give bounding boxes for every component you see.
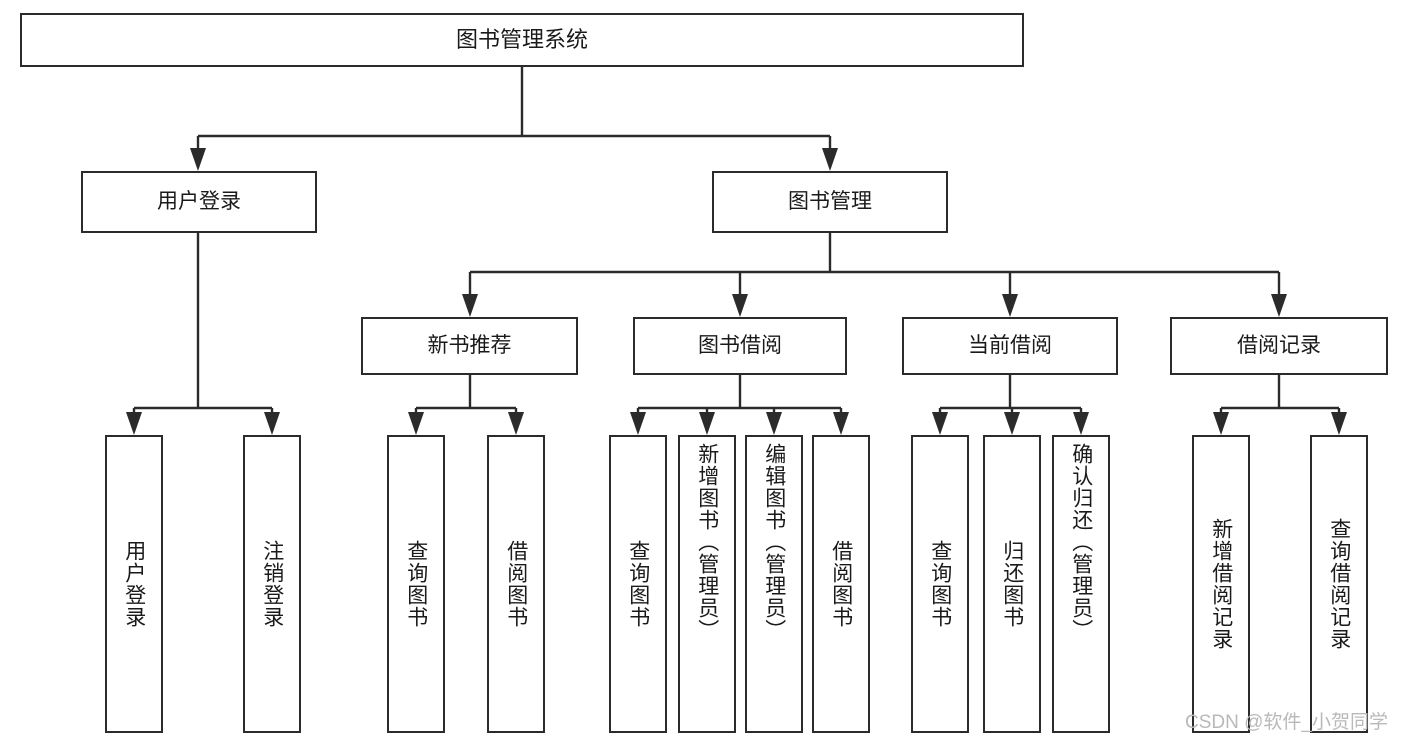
node-user-login-label: 用户登录 [157,190,241,214]
node-borrow-record[interactable]: 借阅记录 [1170,317,1388,375]
leaf-query-record[interactable]: 查询借阅记录 [1310,435,1368,733]
leaf-add-book-label: 新增图书（管理员） [695,443,719,641]
leaf-borrow-book-2[interactable]: 借阅图书 [812,435,870,733]
leaf-query-book-1[interactable]: 查询图书 [387,435,445,733]
node-book-borrow-label: 图书借阅 [698,334,782,358]
leaf-borrow-book-1-label: 借阅图书 [504,540,528,628]
leaf-borrow-book-1[interactable]: 借阅图书 [487,435,545,733]
leaf-edit-book-label: 编辑图书（管理员） [762,443,786,641]
leaf-confirm-return-label: 确认归还（管理员） [1069,443,1093,641]
node-current-borrow-label: 当前借阅 [968,334,1052,358]
leaf-query-book-2[interactable]: 查询图书 [609,435,667,733]
leaf-user-login[interactable]: 用户登录 [105,435,163,733]
leaf-confirm-return[interactable]: 确认归还（管理员） [1052,435,1110,733]
leaf-query-book-3-label: 查询图书 [928,540,952,628]
csdn-watermark: CSDN @软件_小贺同学 [1185,712,1388,733]
node-book-manage[interactable]: 图书管理 [712,171,948,233]
leaf-logout[interactable]: 注销登录 [243,435,301,733]
leaf-query-book-3[interactable]: 查询图书 [911,435,969,733]
leaf-return-book[interactable]: 归还图书 [983,435,1041,733]
leaf-add-record-label: 新增借阅记录 [1209,518,1233,650]
leaf-query-book-2-label: 查询图书 [626,540,650,628]
node-book-manage-label: 图书管理 [788,190,872,214]
node-new-book-recommend[interactable]: 新书推荐 [361,317,578,375]
leaf-query-record-label: 查询借阅记录 [1327,518,1351,650]
node-root[interactable]: 图书管理系统 [20,13,1024,67]
node-root-label: 图书管理系统 [455,26,588,52]
leaf-return-book-label: 归还图书 [1000,540,1024,628]
node-user-login[interactable]: 用户登录 [81,171,317,233]
leaf-edit-book[interactable]: 编辑图书（管理员） [745,435,803,733]
leaf-logout-label: 注销登录 [260,540,284,628]
node-borrow-record-label: 借阅记录 [1237,334,1321,358]
leaf-add-book[interactable]: 新增图书（管理员） [678,435,736,733]
node-new-book-recommend-label: 新书推荐 [427,334,512,358]
leaf-query-book-1-label: 查询图书 [404,540,428,628]
leaf-borrow-book-2-label: 借阅图书 [829,540,853,628]
node-current-borrow[interactable]: 当前借阅 [902,317,1118,375]
node-book-borrow[interactable]: 图书借阅 [633,317,847,375]
leaf-user-login-label: 用户登录 [122,540,146,628]
leaf-add-record[interactable]: 新增借阅记录 [1192,435,1250,733]
